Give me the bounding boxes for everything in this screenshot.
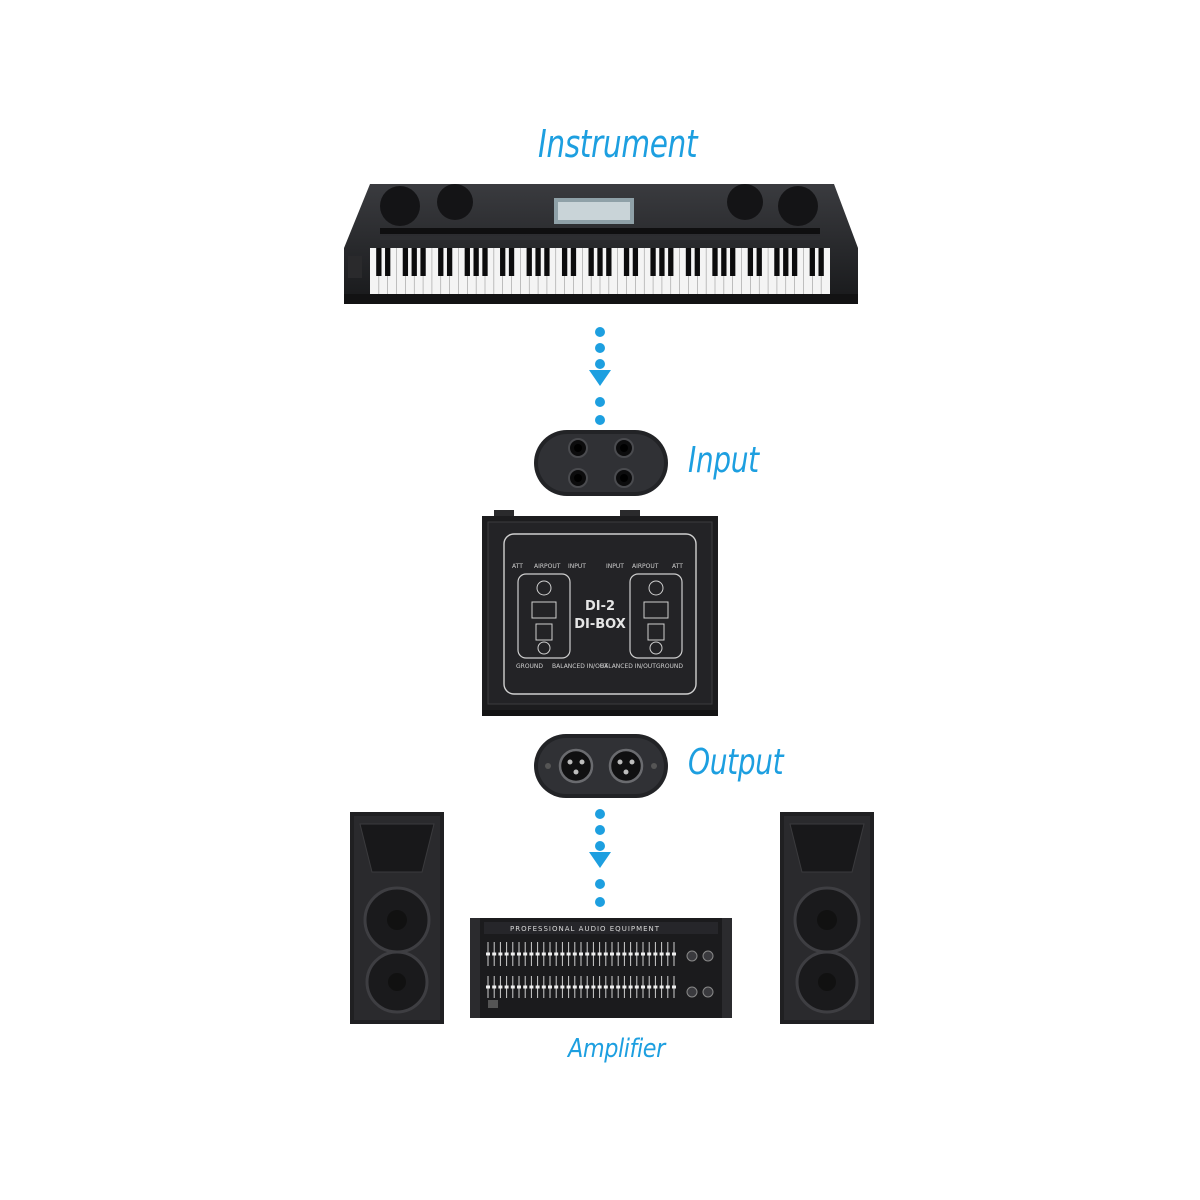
amp-brand-text: PROFESSIONAL AUDIO EQUIPMENT [510, 925, 660, 933]
di-label-att-right: ATT [672, 563, 683, 570]
di-box-image: ATT AIRPOUT INPUT INPUT AIRPOUT ATT GROU… [482, 510, 718, 716]
keyboard-image [344, 184, 858, 304]
flow-arrow-bottom [589, 809, 611, 907]
di-label-balanced-right: BALANCED IN/OUT [600, 663, 656, 670]
di-model-text: DI-2 [585, 599, 615, 614]
amplifier-image: PROFESSIONAL AUDIO EQUIPMENT [470, 918, 732, 1018]
input-label: Input [688, 440, 759, 481]
di-label-input-left: INPUT [568, 563, 586, 570]
di-label-balanced-left: BALANCED IN/OUT [552, 663, 608, 670]
output-xlr-panel [534, 734, 668, 798]
speaker-right-image [780, 812, 874, 1024]
di-label-airpout-left: AIRPOUT [534, 563, 561, 570]
di-label-input-right: INPUT [606, 563, 624, 570]
speaker-left-image [350, 812, 444, 1024]
input-jack-panel [534, 430, 668, 496]
instrument-label: Instrument [538, 122, 698, 166]
amplifier-label: Amplifier [568, 1034, 665, 1064]
di-label-airpout-right: AIRPOUT [632, 563, 659, 570]
di-label-ground-left: GROUND [516, 663, 543, 670]
di-label-ground-right: GROUND [656, 663, 683, 670]
output-label: Output [688, 742, 784, 783]
di-name-text: DI-BOX [574, 617, 626, 632]
flow-arrow-top [589, 327, 611, 425]
di-label-att-left: ATT [512, 563, 523, 570]
